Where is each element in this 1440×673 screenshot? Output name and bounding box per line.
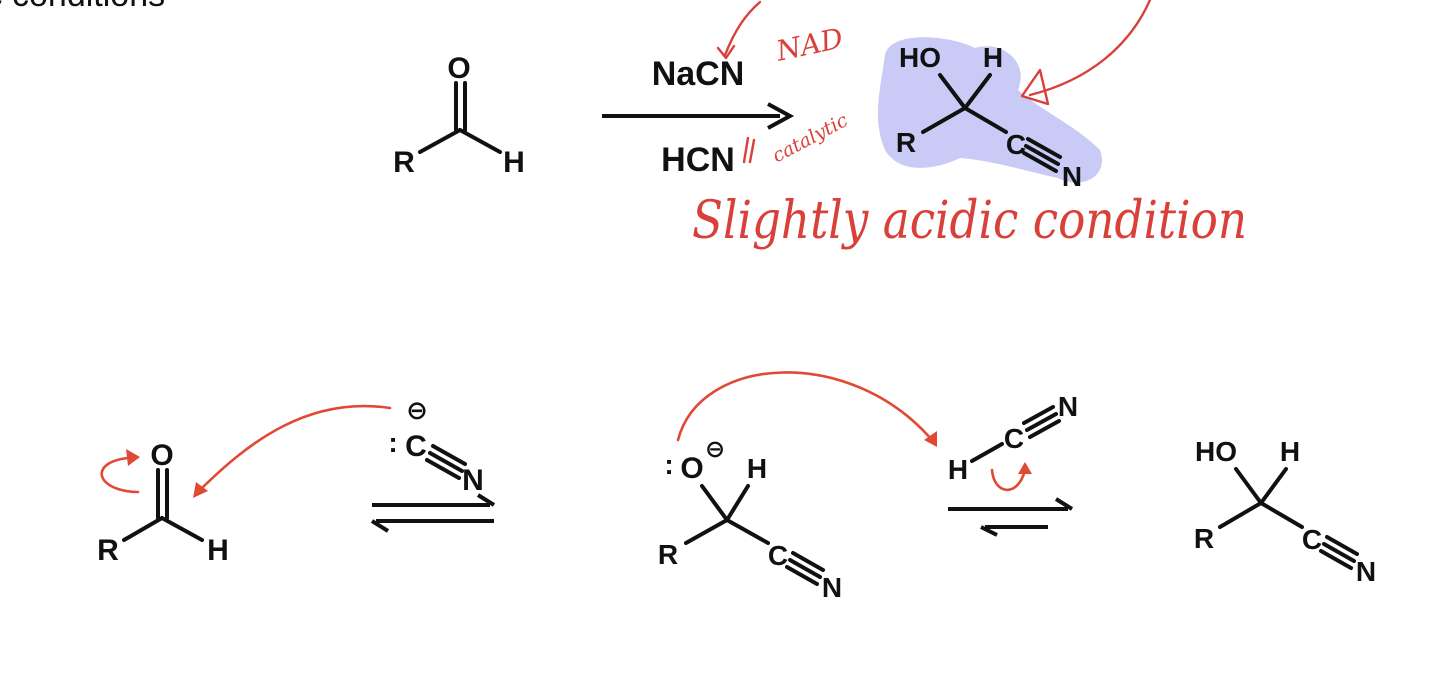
negative-charge: ⊖ — [406, 395, 428, 425]
atom-n: N — [462, 464, 484, 497]
atom-r: R — [97, 534, 119, 567]
mech-hcn: H C N — [948, 391, 1078, 485]
equilibrium-arrows-1 — [370, 493, 496, 533]
atom-c: C — [1006, 129, 1026, 160]
electron-flow-arrows — [100, 371, 1032, 498]
arrow-ch-bond — [990, 468, 1027, 492]
atom-n: N — [1062, 161, 1082, 192]
arrowhead-ch-bond — [1018, 462, 1032, 474]
lone-pair: : — [388, 427, 397, 458]
negative-charge: ⊖ — [705, 436, 725, 463]
mech-alkoxide: : O ⊖ H R C N — [658, 436, 842, 603]
conditions-note: Slightly acidic condition — [692, 191, 1247, 251]
atom-h: H — [207, 534, 229, 567]
atom-o: O — [680, 452, 703, 485]
arrow-cyanide-attack — [196, 404, 392, 494]
atom-c: C — [1302, 524, 1322, 555]
atom-r: R — [1194, 523, 1214, 554]
lone-pair: : — [664, 449, 673, 480]
atom-h: H — [503, 146, 525, 179]
atom-ho: HO — [899, 42, 941, 73]
nad-label: NAD — [772, 22, 846, 68]
atom-ho: HO — [1195, 436, 1237, 467]
product-highlight — [877, 37, 1102, 183]
top-reactant-aldehyde: O R H — [393, 52, 525, 179]
equilibrium-arrows-2 — [948, 497, 1074, 537]
arrowhead-alkoxide — [924, 431, 937, 447]
atom-c: C — [768, 540, 788, 571]
mech-cyanide-ion: ⊖ : C N — [388, 395, 484, 497]
atom-h: H — [747, 453, 767, 484]
arrowhead-carbonyl — [126, 449, 140, 466]
header-fragment: ic conditions — [0, 0, 165, 14]
atom-n: N — [1356, 556, 1376, 587]
arrow-alkoxide-to-h — [676, 371, 934, 442]
atom-h: H — [948, 454, 968, 485]
atom-h: H — [983, 42, 1003, 73]
atom-o: O — [150, 439, 173, 472]
atom-h: H — [1280, 436, 1300, 467]
mech-aldehyde: O R H — [97, 439, 229, 567]
arrowhead-cyanide — [193, 482, 208, 498]
top-reaction-arrow — [602, 102, 795, 130]
atom-r: R — [393, 146, 415, 179]
mech-product: HO H R C N — [1194, 436, 1376, 587]
atom-c: C — [1004, 423, 1024, 454]
atom-o: O — [447, 52, 470, 85]
arrow-carbonyl-to-oxygen — [100, 455, 140, 494]
atom-n: N — [822, 572, 842, 603]
atom-c: C — [405, 430, 427, 463]
atom-r: R — [658, 539, 678, 570]
top-product-cyanohydrin: HO H R C N — [896, 42, 1082, 192]
atom-n: N — [1058, 391, 1078, 422]
reagent-hcn: HCN — [661, 141, 735, 179]
catalytic-note: catalytic — [769, 109, 852, 167]
reagent-nacn: NaCN — [652, 55, 745, 93]
atom-r: R — [896, 127, 916, 158]
